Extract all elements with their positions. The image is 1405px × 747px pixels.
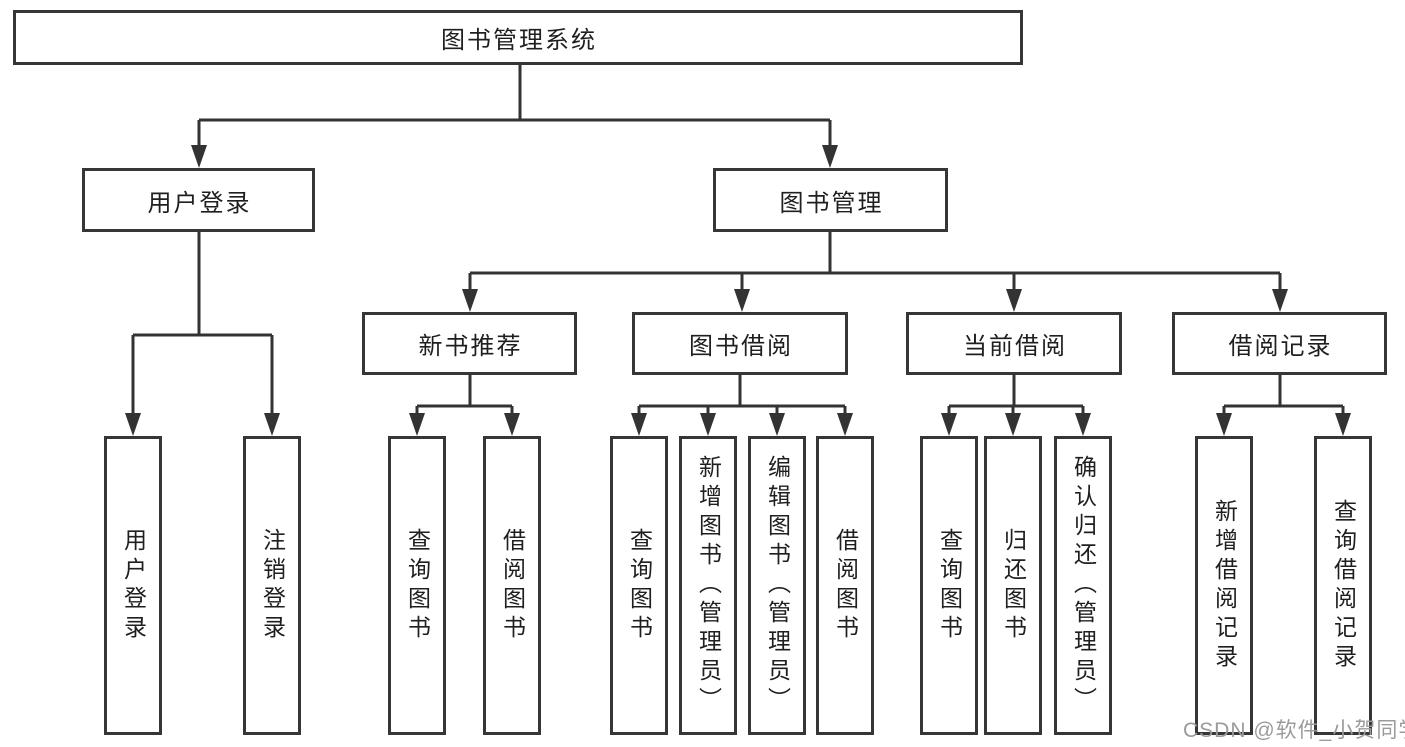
leaf-borrow-books: 借阅图书 xyxy=(816,436,874,735)
arrowhead xyxy=(1006,289,1022,312)
arrowhead xyxy=(191,145,207,168)
leaf-confirm-return-admin: 确认归还（管理员） xyxy=(1054,436,1112,735)
leaf-query-borrow-record: 查询借阅记录 xyxy=(1314,436,1372,735)
arrowhead xyxy=(700,413,716,436)
node-label: 查询图书 xyxy=(626,527,653,644)
arrowhead xyxy=(1075,413,1091,436)
connector-current-borrow-branch xyxy=(947,375,1085,415)
node-user-login: 用户登录 xyxy=(82,168,315,232)
node-label: 编辑图书（管理员） xyxy=(764,455,791,716)
arrowhead xyxy=(1005,413,1021,436)
node-label: 查询图书 xyxy=(936,527,963,644)
node-book-management: 图书管理 xyxy=(713,168,948,232)
node-current-borrowing: 当前借阅 xyxy=(906,312,1122,375)
leaf-add-borrow-record: 新增借阅记录 xyxy=(1195,436,1253,735)
connector-book-management-branch xyxy=(468,232,1282,291)
node-label: 当前借阅 xyxy=(963,333,1067,360)
leaf-user-login: 用户登录 xyxy=(104,436,162,735)
arrowhead xyxy=(125,413,141,436)
leaf-edit-books-admin: 编辑图书（管理员） xyxy=(748,436,806,735)
node-label: 查询借阅记录 xyxy=(1330,498,1357,673)
node-label: 借阅图书 xyxy=(499,527,526,644)
node-label: 注销登录 xyxy=(259,527,286,644)
node-label: 借阅记录 xyxy=(1228,333,1333,360)
arrowhead xyxy=(264,413,280,436)
arrowhead xyxy=(837,413,853,436)
arrowhead xyxy=(631,413,647,436)
connector-root-to-level2 xyxy=(197,65,832,148)
node-label: 确认归还（管理员） xyxy=(1070,455,1097,716)
connector-book-borrow-branch xyxy=(637,375,847,415)
node-book-borrowing: 图书借阅 xyxy=(632,312,848,375)
leaf-query-books-recommend: 查询图书 xyxy=(388,436,446,735)
arrowhead xyxy=(504,413,520,436)
node-borrowing-records: 借阅记录 xyxy=(1172,312,1387,375)
leaf-query-books-borrow: 查询图书 xyxy=(610,436,668,735)
arrowhead xyxy=(769,413,785,436)
node-label: 新增借阅记录 xyxy=(1211,498,1238,673)
node-label: 用户登录 xyxy=(147,189,252,217)
leaf-logout: 注销登录 xyxy=(243,436,301,735)
node-label: 图书管理系统 xyxy=(441,27,597,54)
node-new-book-recommendation: 新书推荐 xyxy=(362,312,577,375)
arrowhead xyxy=(941,413,957,436)
node-label: 借阅图书 xyxy=(832,527,859,644)
arrowhead xyxy=(1335,413,1351,436)
connector-new-book-branch xyxy=(415,375,514,415)
leaf-add-books-admin: 新增图书（管理员） xyxy=(679,436,737,735)
connector-borrow-record-branch xyxy=(1222,375,1345,415)
arrowhead xyxy=(734,289,750,312)
connector-user-login-branch xyxy=(131,232,274,415)
node-label: 新增图书（管理员） xyxy=(695,455,722,716)
node-label: 归还图书 xyxy=(1000,527,1027,644)
arrowhead xyxy=(462,289,478,312)
arrowhead xyxy=(822,145,838,168)
node-label: 查询图书 xyxy=(404,527,431,644)
arrowhead xyxy=(1272,289,1288,312)
node-label: 图书借阅 xyxy=(689,333,793,360)
node-label: 图书管理 xyxy=(779,189,884,217)
leaf-borrow-books-recommend: 借阅图书 xyxy=(483,436,541,735)
watermark-text: CSDN @软件_小贺同学 xyxy=(1183,719,1405,742)
arrowhead xyxy=(1216,413,1232,436)
node-library-management-system: 图书管理系统 xyxy=(13,10,1023,65)
leaf-query-books-current: 查询图书 xyxy=(920,436,978,735)
arrowhead xyxy=(409,413,425,436)
leaf-return-books: 归还图书 xyxy=(984,436,1042,735)
node-label: 用户登录 xyxy=(120,527,147,644)
node-label: 新书推荐 xyxy=(418,333,523,360)
arrowheads xyxy=(125,145,1351,436)
